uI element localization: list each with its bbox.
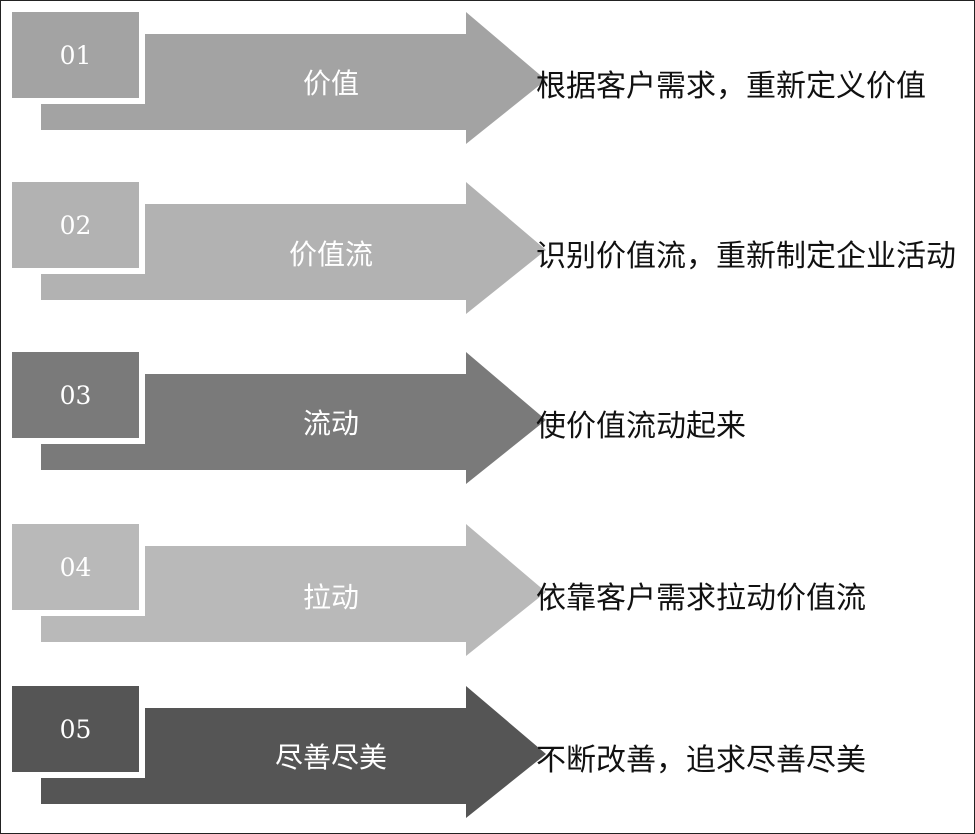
step-description: 识别价值流，重新制定企业活动 <box>536 239 956 274</box>
step-arrow <box>6 680 546 818</box>
step-description: 使价值流动起来 <box>536 409 746 444</box>
number-box <box>6 6 145 104</box>
step-title: 价值 <box>302 67 359 100</box>
arrow-shape <box>41 182 546 314</box>
arrow-shape <box>41 12 546 144</box>
arrow-shape <box>41 524 546 656</box>
step-2: 02 价值流 识别价值流，重新制定企业活动 <box>1 176 975 319</box>
number-box <box>6 346 145 444</box>
step-description: 不断改善，追求尽善尽美 <box>536 743 866 778</box>
step-arrow <box>6 6 546 144</box>
step-number: 01 <box>59 40 92 70</box>
step-description: 依靠客户需求拉动价值流 <box>536 581 866 616</box>
step-number: 02 <box>59 210 92 240</box>
step-1: 01 价值 根据客户需求，重新定义价值 <box>1 6 975 149</box>
step-number: 05 <box>59 714 92 744</box>
step-number: 03 <box>59 380 92 410</box>
number-box <box>6 176 145 274</box>
step-title: 流动 <box>302 407 359 440</box>
step-number: 04 <box>59 552 92 582</box>
arrow-shape <box>41 686 546 818</box>
number-box <box>6 518 145 616</box>
arrow-shape <box>41 352 546 484</box>
step-arrow <box>6 346 546 484</box>
step-title: 价值流 <box>288 238 373 271</box>
step-arrow <box>6 518 546 656</box>
step-5: 05 尽善尽美 不断改善，追求尽善尽美 <box>1 680 975 823</box>
number-box <box>6 680 145 778</box>
step-title: 尽善尽美 <box>274 741 387 774</box>
step-3: 03 流动 使价值流动起来 <box>1 346 975 489</box>
step-description: 根据客户需求，重新定义价值 <box>536 69 926 104</box>
step-4: 04 拉动 依靠客户需求拉动价值流 <box>1 518 975 661</box>
step-arrow <box>6 176 546 314</box>
step-title: 拉动 <box>302 581 359 614</box>
